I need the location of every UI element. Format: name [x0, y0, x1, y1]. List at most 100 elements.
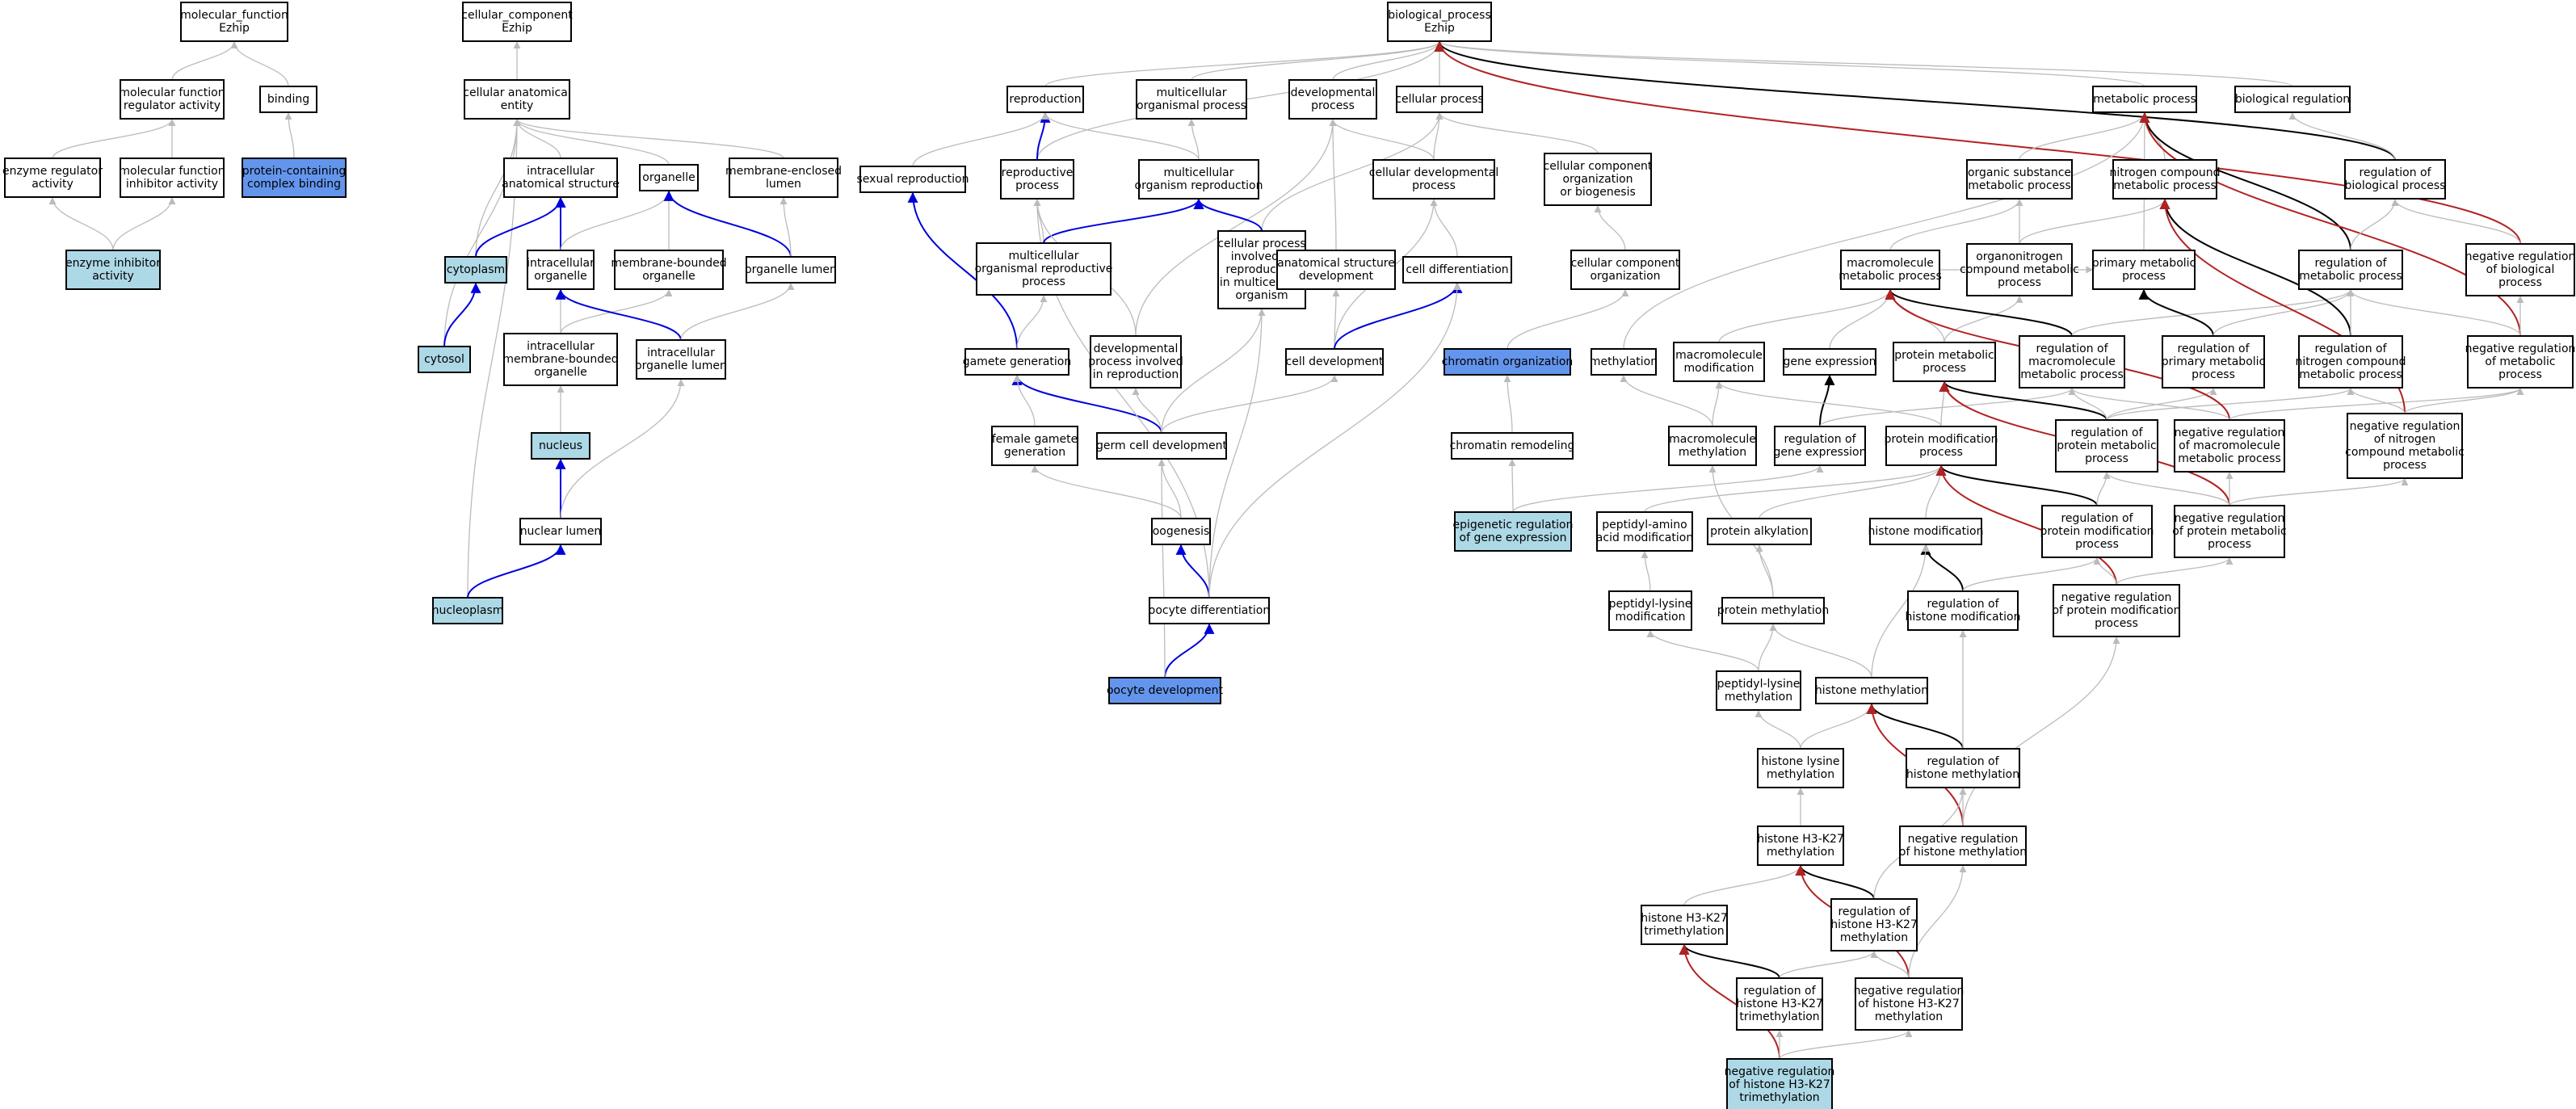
term-node-nucleoplasm[interactable]: nucleoplasm	[432, 597, 504, 624]
term-node-oocyte-diff[interactable]: oocyte differentiation	[1149, 597, 1270, 624]
term-node-oogenesis[interactable]: oogenesis	[1151, 518, 1211, 545]
term-label: oocyte development	[1107, 684, 1224, 697]
term-node-histone-mod[interactable]: histone modification	[1868, 518, 1984, 545]
term-label: membrane-bounded	[502, 353, 618, 366]
term-node-binding[interactable]: binding	[259, 86, 317, 113]
term-node-metab-proc[interactable]: metabolic process	[2092, 86, 2197, 113]
term-node-cell-diff[interactable]: cell differentiation	[1402, 256, 1512, 284]
term-node-chromatin-remod[interactable]: chromatin remodeling	[1450, 432, 1575, 460]
term-node-org-lumen[interactable]: organelle lumen	[745, 256, 837, 284]
term-node-oocyte-dev[interactable]: oocyte development	[1107, 677, 1224, 704]
term-node-cell-dev[interactable]: cell development	[1285, 348, 1384, 376]
term-node-gene-expr[interactable]: gene expression	[1783, 348, 1876, 376]
term-box	[2298, 250, 2403, 290]
term-node-histone-meth[interactable]: histone methylation	[1815, 677, 1928, 704]
term-node-methylation[interactable]: methylation	[1590, 348, 1658, 376]
term-label: negative regulation	[2061, 591, 2172, 604]
term-node-organelle[interactable]: organelle	[639, 164, 699, 191]
term-node-sexual-repro[interactable]: sexual reproduction	[857, 166, 969, 193]
edge-is-a	[1718, 289, 1894, 343]
term-label: protein-containing	[242, 165, 346, 178]
term-node-cytoplasm[interactable]: cytoplasm	[444, 256, 507, 284]
term-node-chromatin-org[interactable]: chromatin organization	[1442, 348, 1574, 376]
term-label: organelle	[642, 270, 695, 283]
term-node-bio-reg[interactable]: biological regulation	[2234, 86, 2351, 113]
term-node-prot-alkyl[interactable]: protein alkylation	[1707, 518, 1812, 545]
term-node-prot-meth[interactable]: protein methylation	[1717, 597, 1829, 624]
term-node-cell-proc[interactable]: cellular process	[1395, 86, 1484, 113]
term-label: negative regulation	[1854, 985, 1965, 998]
term-node-cytosol[interactable]: cytosol	[418, 346, 471, 373]
term-node-nucleus[interactable]: nucleus	[531, 432, 590, 460]
term-node-nuclear-lumen[interactable]: nuclear lumen	[519, 518, 602, 545]
term-node-germ-cell-dev[interactable]: germ cell development	[1096, 432, 1228, 460]
term-node-gamete-gen[interactable]: gamete generation	[963, 348, 1071, 376]
term-box	[1869, 518, 1982, 545]
term-node-reproduction[interactable]: reproduction	[1006, 86, 1084, 113]
